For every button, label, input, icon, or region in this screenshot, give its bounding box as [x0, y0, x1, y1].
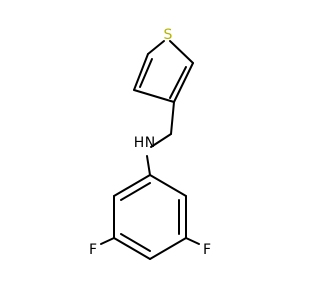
bond-c2-c3-double [169, 66, 187, 99]
nitrogen-atom-label: N [145, 135, 155, 151]
hydrogen-atom-label: H [134, 135, 145, 151]
bond-ch2-n [150, 133, 172, 148]
bond-c2-c3 [173, 62, 194, 103]
bond-n-c1 [146, 155, 151, 176]
bond-c3-c4 [133, 89, 175, 103]
atom-labels: S H N F F [89, 27, 211, 258]
fluorine-right-atom-label: F [203, 242, 211, 258]
bond-b6-b1-double [120, 182, 151, 201]
bond-b3-b4 [149, 237, 187, 260]
bond-b5-f [100, 237, 115, 245]
bond-c4-c5-double [139, 58, 153, 88]
fluorine-left-atom-label: F [89, 242, 97, 258]
bond-c3-ch2 [170, 101, 175, 135]
bond-c4-c5 [133, 53, 149, 91]
bonds [100, 40, 200, 260]
sulfur-atom-label: S [164, 27, 173, 43]
bond-b6-b1 [113, 174, 151, 197]
bond-b4-b5 [113, 237, 151, 260]
bond-b1-b2 [149, 174, 187, 197]
bond-s-c5 [147, 40, 165, 55]
bond-s-c2 [169, 40, 194, 64]
bond-b4-b5-double [120, 233, 151, 252]
bond-b3-f [185, 237, 200, 245]
structure-diagram: S H N F F [89, 27, 211, 260]
